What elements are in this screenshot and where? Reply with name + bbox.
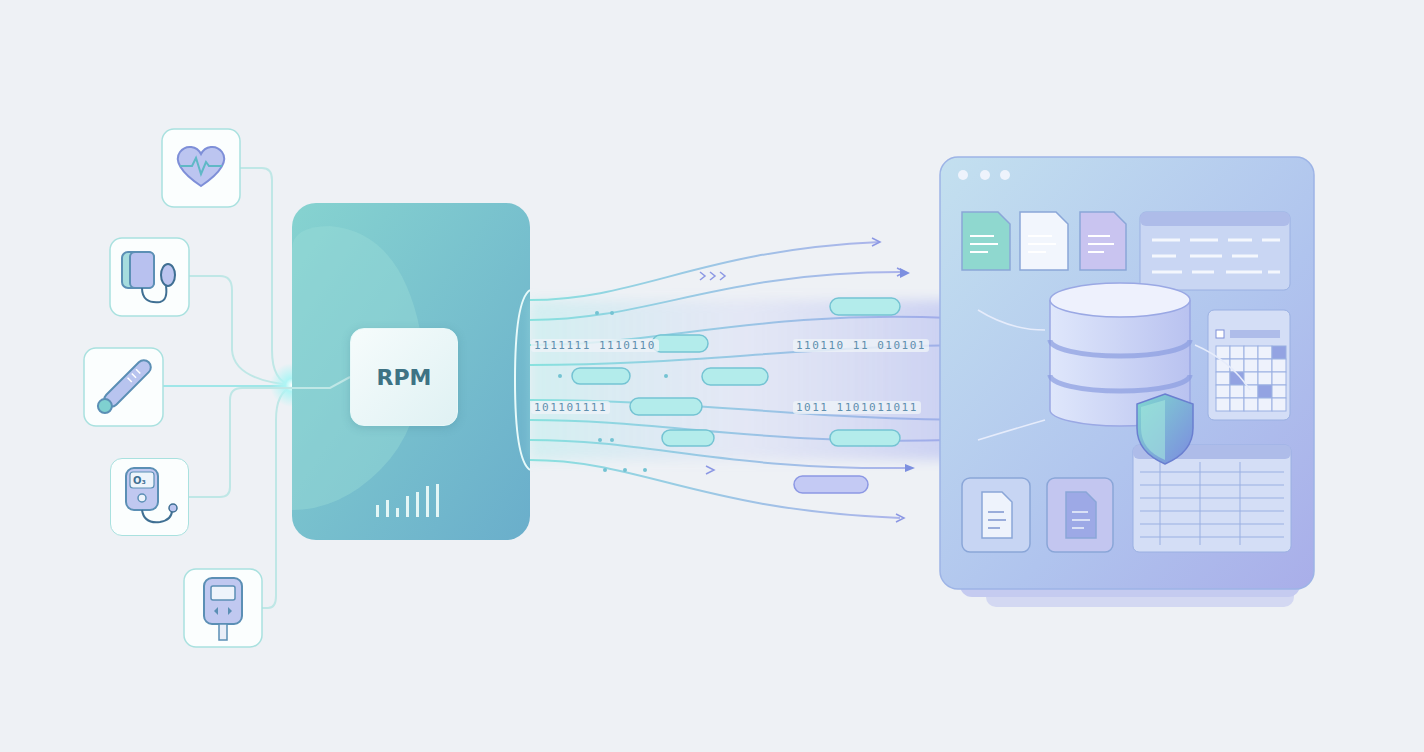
rpm-box: RPM bbox=[350, 328, 458, 426]
binary-text: 1011 1101011011 bbox=[793, 401, 921, 414]
node-label: O₃ bbox=[133, 475, 146, 486]
binary-text: 110110 11 010101 bbox=[793, 339, 929, 352]
binary-text: 101101111 bbox=[531, 401, 610, 414]
oximeter-symbol bbox=[110, 458, 189, 536]
binary-text: 1111111 1110110 bbox=[531, 339, 659, 352]
node-label: RPM bbox=[377, 365, 432, 390]
device-wire bbox=[189, 377, 350, 497]
oximeter-card: O₃ bbox=[110, 458, 189, 536]
